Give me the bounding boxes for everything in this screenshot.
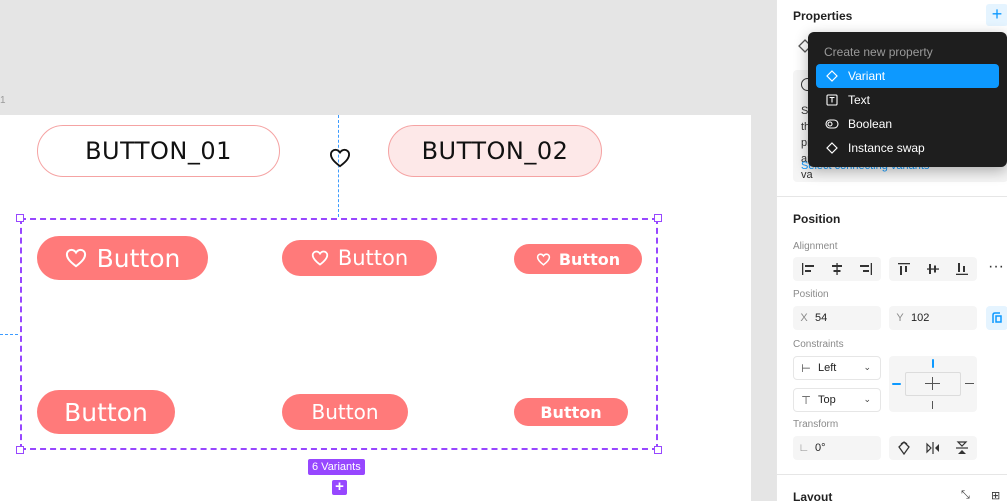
- menu-item-label: Instance swap: [848, 141, 925, 155]
- constraint-bottom-handle[interactable]: [932, 401, 933, 409]
- menu-item-label: Boolean: [848, 117, 893, 131]
- y-prefix: Y: [896, 312, 904, 324]
- constraint-right-handle[interactable]: [965, 383, 974, 384]
- variant-button-label: Button: [96, 243, 181, 273]
- menu-item-label: Variant: [848, 69, 886, 83]
- variant-button-label: Button: [558, 249, 621, 269]
- horizontal-constraint-select[interactable]: ⊢ Left ⌄: [793, 356, 881, 380]
- transform-label: Transform: [793, 419, 839, 430]
- transform-actions: [889, 436, 977, 460]
- variant-button-medium-icon[interactable]: Button: [282, 240, 437, 276]
- vertical-constraint-select[interactable]: ⊤ Top ⌄: [793, 388, 881, 412]
- constraint-top-handle[interactable]: [932, 359, 934, 368]
- chevron-down-icon: ⌄: [863, 362, 871, 372]
- y-value: 102: [911, 312, 930, 324]
- horizontal-constraint-icon: ⊢: [801, 362, 811, 375]
- vertical-constraint-icon: ⊤: [801, 394, 811, 407]
- constraints-label: Constraints: [793, 339, 844, 350]
- heart-icon[interactable]: [329, 148, 351, 168]
- align-horizontal-center-icon[interactable]: [822, 257, 851, 281]
- flip-horizontal-icon[interactable]: [918, 436, 947, 460]
- add-property-button[interactable]: +: [986, 4, 1007, 26]
- flip-vertical-icon[interactable]: [947, 436, 976, 460]
- x-prefix: X: [800, 312, 808, 324]
- variant-button-large-icon[interactable]: Button: [37, 236, 208, 280]
- horizontal-alignment-group: [793, 257, 881, 281]
- layout-title: Layout: [793, 490, 833, 501]
- master-button-01[interactable]: BUTTON_01: [37, 125, 280, 177]
- constraints-widget[interactable]: [889, 356, 977, 412]
- variant-button-label: Button: [64, 397, 148, 427]
- heart-icon: [536, 252, 551, 266]
- section-divider: [777, 474, 1007, 475]
- frame[interactable]: [0, 115, 751, 501]
- constraints-frame: [905, 372, 961, 396]
- horizontal-constraint-value: Left: [818, 362, 837, 374]
- rotate-90-icon[interactable]: [889, 436, 918, 460]
- diamond-icon: [816, 136, 848, 160]
- menu-item-boolean[interactable]: Boolean: [816, 112, 999, 136]
- absolute-position-toggle[interactable]: [986, 306, 1007, 330]
- resize-handle-top-left[interactable]: [16, 214, 24, 222]
- heart-icon: [65, 248, 86, 268]
- master-button-02[interactable]: BUTTON_02: [388, 125, 602, 177]
- horizontal-guide: [0, 334, 18, 335]
- design-canvas[interactable]: 1 BUTTON_01 BUTTON_02 Button Button Butt…: [0, 0, 776, 501]
- rotation-icon: ∟: [798, 442, 810, 454]
- layout-actions: ⤡ ⊞: [961, 489, 1007, 501]
- absolute-position-icon: [992, 312, 1002, 323]
- resize-handle-bottom-right[interactable]: [654, 446, 662, 454]
- text-box-icon: [816, 88, 848, 112]
- align-right-icon[interactable]: [851, 257, 880, 281]
- menu-item-label: Text: [848, 93, 871, 107]
- position-label: Position: [793, 289, 829, 300]
- align-vertical-center-icon[interactable]: [918, 257, 947, 281]
- position-title: Position: [793, 212, 841, 226]
- variant-button-small[interactable]: Button: [514, 398, 628, 426]
- x-value: 54: [815, 312, 828, 324]
- align-left-icon[interactable]: [793, 257, 822, 281]
- y-position-input[interactable]: Y 102: [889, 306, 977, 330]
- auto-layout-icon[interactable]: ⊞: [991, 490, 1001, 501]
- diamond-icon: [816, 64, 848, 88]
- vertical-constraint-value: Top: [818, 394, 836, 406]
- properties-title: Properties: [793, 9, 853, 23]
- section-divider: [777, 196, 1007, 197]
- variant-button-large[interactable]: Button: [37, 390, 175, 434]
- add-variant-button[interactable]: +: [332, 479, 347, 495]
- constraint-center-v: [932, 377, 933, 390]
- variant-button-small-icon[interactable]: Button: [514, 244, 642, 274]
- menu-item-instance-swap[interactable]: Instance swap: [816, 136, 999, 160]
- toggle-icon: [816, 112, 848, 136]
- chevron-down-icon: ⌄: [863, 394, 871, 404]
- more-options-icon[interactable]: ···: [988, 258, 1004, 275]
- rotation-input[interactable]: ∟ 0°: [793, 436, 881, 460]
- heart-icon: [311, 250, 328, 266]
- x-position-input[interactable]: X 54: [793, 306, 881, 330]
- alignment-label: Alignment: [793, 241, 838, 252]
- align-bottom-icon[interactable]: [947, 257, 976, 281]
- align-top-icon[interactable]: [889, 257, 918, 281]
- ruler-number: 1: [0, 95, 6, 106]
- variants-count-badge[interactable]: 6 Variants: [308, 459, 365, 475]
- collapse-icon[interactable]: ⤡: [961, 489, 970, 501]
- constraint-left-handle[interactable]: [892, 383, 901, 385]
- vertical-alignment-group: [889, 257, 977, 281]
- menu-item-text[interactable]: Text: [816, 88, 999, 112]
- create-property-menu: Create new property Variant Text Boolean…: [808, 32, 1007, 167]
- variant-button-label: Button: [311, 400, 379, 424]
- resize-handle-bottom-left[interactable]: [16, 446, 24, 454]
- menu-item-variant[interactable]: Variant: [816, 64, 999, 88]
- component-set-frame[interactable]: [20, 218, 658, 450]
- variant-button-label: Button: [540, 402, 602, 422]
- variant-button-medium[interactable]: Button: [282, 394, 408, 430]
- variant-button-label: Button: [337, 246, 409, 270]
- rotation-value: 0°: [815, 442, 826, 454]
- resize-handle-top-right[interactable]: [654, 214, 662, 222]
- menu-header: Create new property: [824, 45, 933, 59]
